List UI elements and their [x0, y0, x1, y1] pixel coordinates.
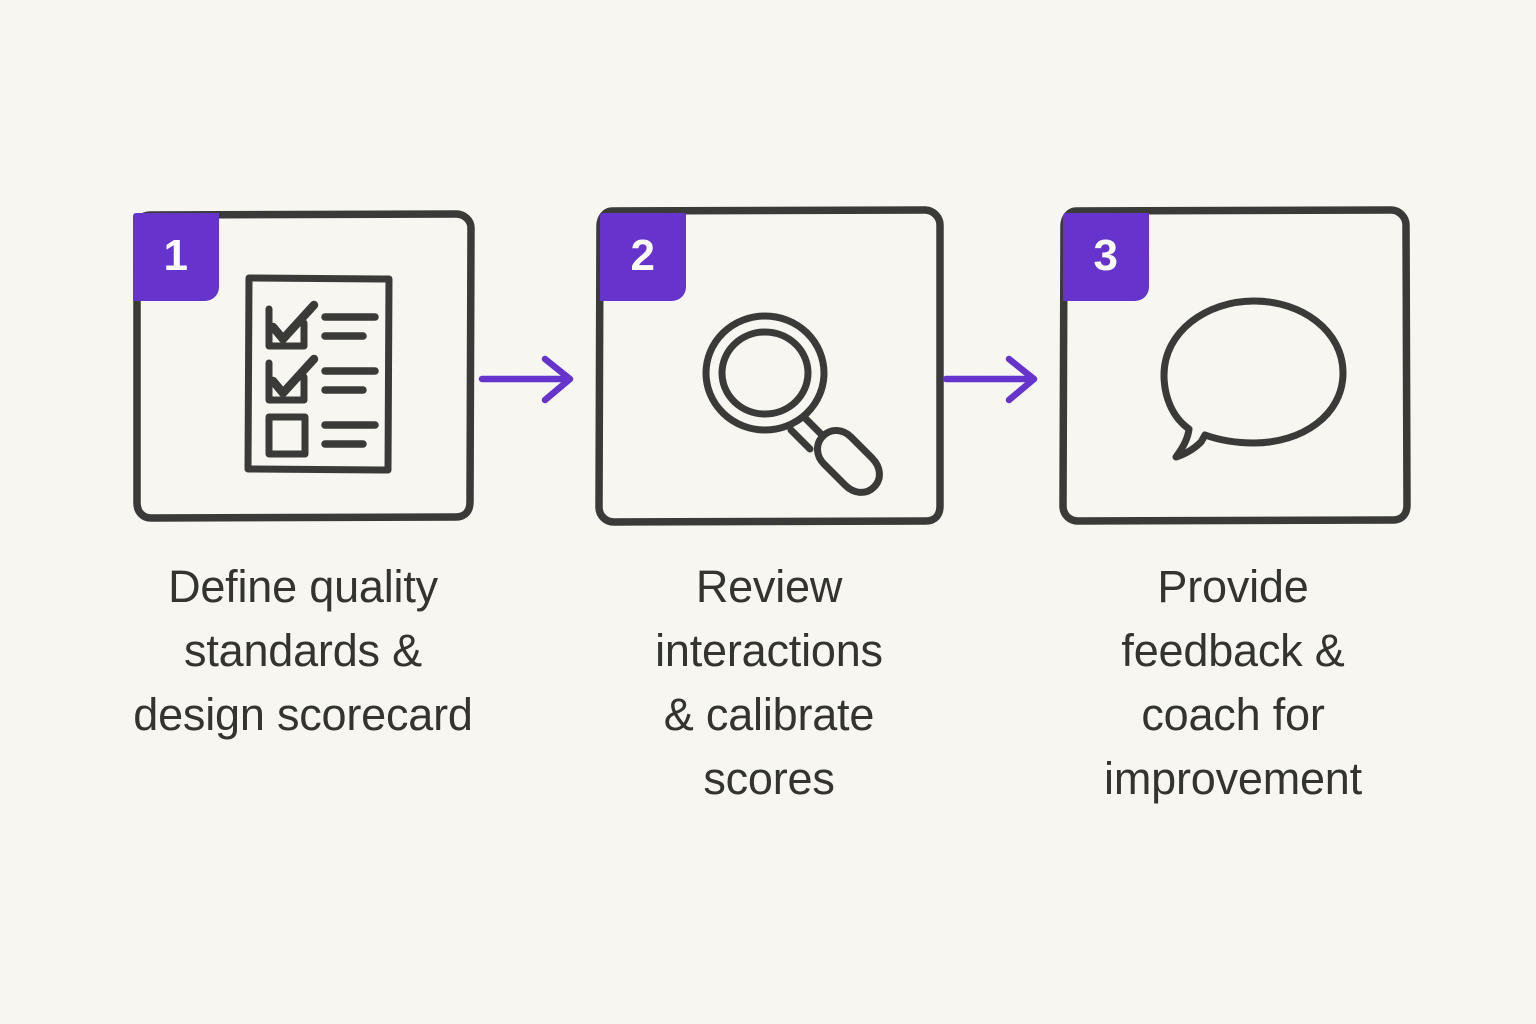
- caption-line: Define quality: [168, 561, 438, 612]
- step-card-2[interactable]: 2 Review interactions & calibrate scores: [595, 205, 944, 804]
- card-frame-2: 2: [595, 205, 944, 527]
- card-frame-1: 1: [128, 205, 478, 527]
- step-caption-2: Review interactions & calibrate scores: [595, 555, 943, 811]
- step-card-1[interactable]: 1: [128, 205, 478, 740]
- step-card-3[interactable]: 3 Provide feedback & coach for improveme…: [1058, 205, 1411, 804]
- magnifying-glass-icon: [702, 312, 883, 496]
- step-caption-1: Define quality standards & design scorec…: [128, 555, 478, 747]
- caption-line: & calibrate: [663, 688, 875, 740]
- step-number-badge-2: 2: [600, 213, 686, 301]
- caption-line: Provide: [1157, 561, 1309, 612]
- step-number-2: 2: [630, 231, 656, 280]
- step-number-badge-3: 3: [1063, 213, 1149, 301]
- step-caption-3: Provide feedback & coach for improvement: [1058, 555, 1408, 811]
- speech-bubble-icon: [1160, 297, 1347, 461]
- checklist-document-icon: [244, 274, 393, 474]
- caption-line: standards &: [184, 624, 422, 676]
- caption-line: improvement: [1104, 752, 1362, 804]
- arrow-step1-to-step2: [478, 352, 588, 407]
- caption-line: design scorecard: [133, 688, 473, 740]
- step-number-3: 3: [1093, 231, 1119, 280]
- card-frame-3: 3: [1058, 205, 1411, 527]
- caption-line: interactions: [655, 624, 883, 676]
- step-number-1: 1: [163, 231, 189, 280]
- step-number-badge-1: 1: [133, 213, 219, 301]
- caption-line: feedback &: [1121, 624, 1345, 676]
- arrow-step2-to-step3: [942, 352, 1052, 407]
- caption-line: Review: [695, 561, 843, 612]
- caption-line: scores: [703, 752, 835, 804]
- caption-line: coach for: [1141, 688, 1325, 740]
